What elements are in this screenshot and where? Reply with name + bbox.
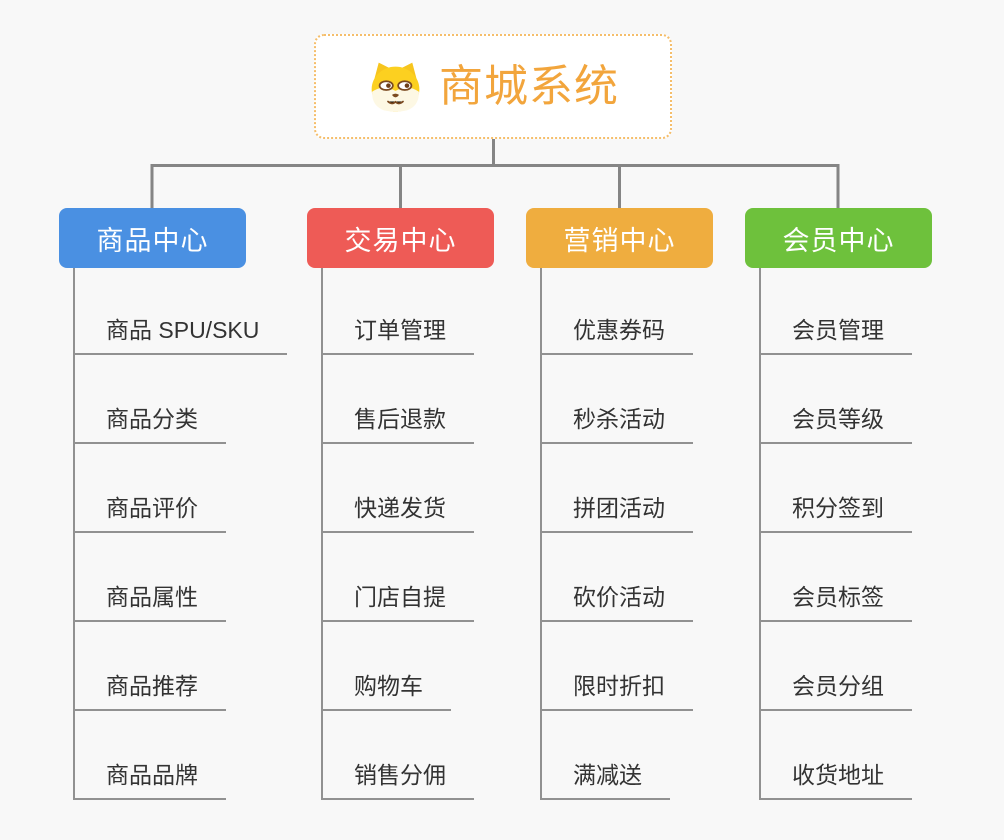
leaf-node[interactable]: 商品分类 <box>73 405 226 444</box>
branch-rail <box>73 268 75 800</box>
branch-rail <box>759 268 761 800</box>
leaf-node[interactable]: 门店自提 <box>321 583 474 622</box>
leaf-node[interactable]: 优惠券码 <box>540 316 693 355</box>
leaf-node[interactable]: 会员管理 <box>759 316 912 355</box>
leaf-node[interactable]: 订单管理 <box>321 316 474 355</box>
branch-node[interactable]: 营销中心 <box>526 208 713 268</box>
root-node-title: 商城系统 <box>439 61 619 111</box>
branch-node[interactable]: 商品中心 <box>59 208 246 268</box>
dog-icon <box>371 62 420 112</box>
leaf-node[interactable]: 购物车 <box>321 672 451 711</box>
leaf-node[interactable]: 收货地址 <box>759 761 912 800</box>
leaf-node[interactable]: 商品品牌 <box>73 761 226 800</box>
leaf-node[interactable]: 秒杀活动 <box>540 405 693 444</box>
leaf-node[interactable]: 满减送 <box>540 761 670 800</box>
leaf-node[interactable]: 商品属性 <box>73 583 226 622</box>
tree-connector-lines <box>150 139 840 208</box>
leaf-node[interactable]: 会员标签 <box>759 583 912 622</box>
branch-node[interactable]: 交易中心 <box>307 208 494 268</box>
leaf-node[interactable]: 积分签到 <box>759 494 912 533</box>
leaf-node[interactable]: 砍价活动 <box>540 583 693 622</box>
leaf-node[interactable]: 拼团活动 <box>540 494 693 533</box>
leaf-node[interactable]: 会员分组 <box>759 672 912 711</box>
leaf-node[interactable]: 商品 SPU/SKU <box>73 316 288 355</box>
leaf-node[interactable]: 销售分佣 <box>321 761 474 800</box>
branch-rail <box>540 268 542 800</box>
root-node[interactable]: 商城系统 <box>314 34 672 139</box>
leaf-node[interactable]: 限时折扣 <box>540 672 693 711</box>
leaf-node[interactable]: 商品推荐 <box>73 672 226 711</box>
leaf-node[interactable]: 会员等级 <box>759 405 912 444</box>
leaf-node[interactable]: 售后退款 <box>321 405 474 444</box>
leaf-node[interactable]: 商品评价 <box>73 494 226 533</box>
branch-rail <box>321 268 323 800</box>
leaf-node[interactable]: 快递发货 <box>321 494 474 533</box>
branch-node[interactable]: 会员中心 <box>745 208 932 268</box>
